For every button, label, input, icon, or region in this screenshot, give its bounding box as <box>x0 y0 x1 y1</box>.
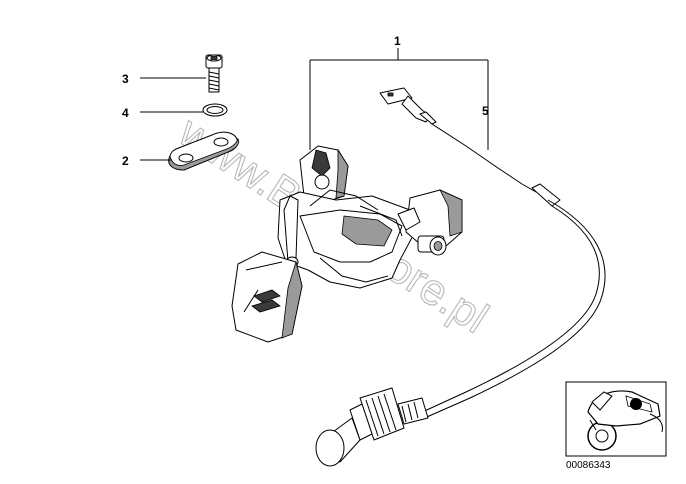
location-marker <box>630 398 642 410</box>
motorcycle-icon <box>587 390 663 451</box>
callout-4: 4 <box>122 106 129 120</box>
callout-3: 3 <box>122 72 129 86</box>
callout-2: 2 <box>122 154 129 168</box>
leader-lines <box>140 48 489 161</box>
bracket-plate-part-2 <box>168 131 240 171</box>
screw-part-3 <box>205 54 223 93</box>
cable-part-5 <box>315 87 606 467</box>
callout-1: 1 <box>394 34 401 48</box>
washer-part-4 <box>202 103 228 117</box>
holder-assembly-part-1 <box>231 145 463 343</box>
location-inset <box>565 381 667 457</box>
callout-5: 5 <box>482 104 489 118</box>
diagram-code: 00086343 <box>566 460 611 471</box>
